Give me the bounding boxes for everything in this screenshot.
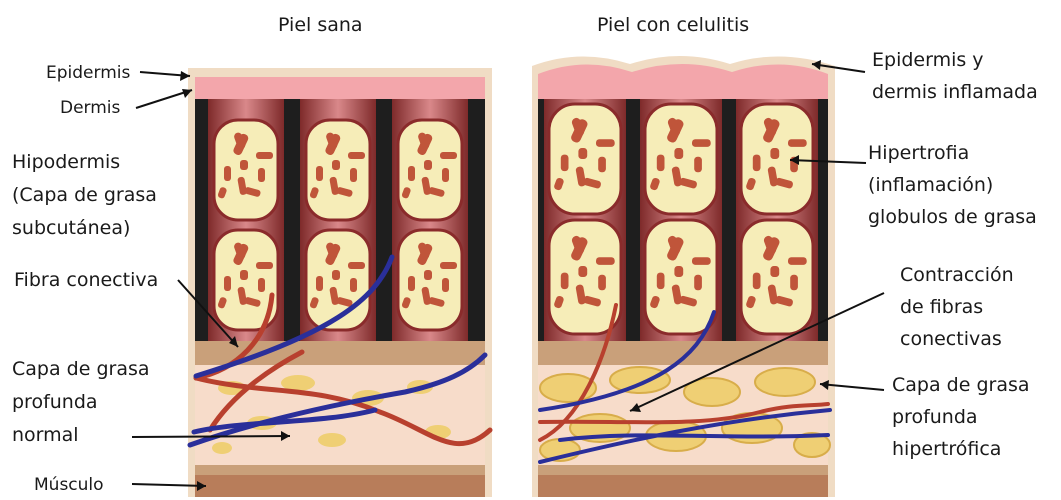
label-muscle: Músculo bbox=[34, 470, 104, 500]
left-epidermis bbox=[195, 77, 485, 99]
right-inflamed-epidermis bbox=[538, 64, 828, 99]
label-contraction-line-2: de fibras bbox=[900, 292, 983, 322]
label-hypertrophy-line-3: globulos de grasa bbox=[868, 202, 1037, 232]
label-dermis: Dermis bbox=[60, 93, 120, 123]
healthy-skin-title: Piel sana bbox=[278, 14, 363, 36]
label-deep-fat-hyper-line-1: Capa de grasa bbox=[892, 370, 1030, 400]
label-hypodermis-line-1: Hipodermis bbox=[12, 147, 120, 177]
label-hypodermis-line-3: subcutánea) bbox=[12, 213, 130, 243]
right-deep-fat-bottom-band bbox=[538, 465, 828, 475]
label-deep-fat-line-2: profunda bbox=[12, 387, 98, 417]
label-deep-fat-line-3: normal bbox=[12, 420, 79, 450]
label-hypodermis-line-2: (Capa de grasa bbox=[12, 180, 157, 210]
label-deep-fat-hyper-line-3: hipertrófica bbox=[892, 434, 1001, 464]
left-deep-fat-bottom-band bbox=[195, 465, 485, 475]
label-deep-fat-line-1: Capa de grasa bbox=[12, 354, 150, 384]
cellulite-skin-panel bbox=[532, 56, 835, 497]
label-hypertrophy-line-2: (inflamación) bbox=[868, 170, 993, 200]
cellulite-skin-title: Piel con celulitis bbox=[597, 14, 749, 36]
label-contraction-line-1: Contracción bbox=[900, 260, 1014, 290]
label-inflamed-line-1: Epidermis y bbox=[872, 45, 984, 75]
label-inflamed-line-2: dermis inflamada bbox=[872, 77, 1038, 107]
label-hypertrophy-line-1: Hipertrofia bbox=[868, 138, 969, 168]
label-contraction-line-3: conectivas bbox=[900, 324, 1002, 354]
left-muscle bbox=[195, 475, 485, 497]
label-epidermis: Epidermis bbox=[46, 58, 130, 88]
right-fascia-band bbox=[538, 341, 828, 365]
label-connective-fiber: Fibra conectiva bbox=[14, 265, 158, 295]
right-muscle bbox=[538, 475, 828, 497]
label-deep-fat-hyper-line-2: profunda bbox=[892, 402, 978, 432]
healthy-skin-panel bbox=[188, 68, 492, 497]
